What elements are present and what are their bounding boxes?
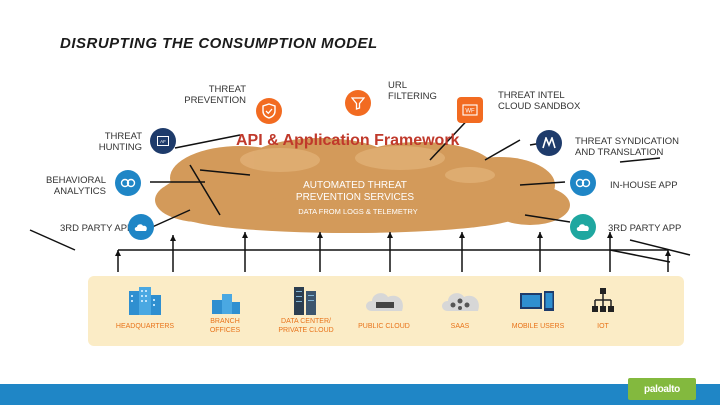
third-party-right-label: 3rd PARTY APP [608,223,681,234]
in-house-app-icon [570,170,596,196]
framework-title: API & Application Framework [236,132,459,150]
in-house-app-label: IN-HOUSE APP [610,180,678,191]
third-party-cloud-icon-right [570,214,596,240]
brand-text: paloalto [644,384,680,395]
endpoint-label-headquarters: HEADQUARTERS [105,322,185,331]
url-filtering-label: URL FILTERING [388,80,437,102]
threat-syndication-label: THREAT SYNDICATION AND TRANSLATION [575,136,679,158]
behavior-analytics-icon [115,170,141,196]
footer-bar [0,384,720,405]
behavioral-analytics-label: BEHAVIORAL ANALYTICS [40,175,106,197]
hunting-icon: AF [150,128,176,154]
threat-hunting-label: THREAT HUNTING [80,131,142,153]
paloalto-logo: paloalto [628,378,696,400]
minemeld-icon [536,130,562,156]
buildings-icon [125,285,165,317]
iot-network-icon [590,286,616,316]
endpoint-label-saas: SAAS [425,322,495,331]
svg-text:WF: WF [465,109,475,115]
filter-icon [345,90,371,116]
saas-cloud-icon [438,285,484,315]
third-party-left-label: 3rd PARTY APP [60,223,133,234]
endpoint-label-datacenter: DATA CENTER/PRIVATE CLOUD [266,317,346,335]
endpoint-label-mobile: MOBILE USERS [498,322,578,331]
branch-buildings-icon [210,290,242,316]
cloud-services-text: AUTOMATED THREAT PREVENTION SERVICES [280,180,430,204]
wildfire-icon: WF [457,97,483,123]
endpoint-label-public-cloud: PUBLIC CLOUD [345,322,423,331]
shield-icon [256,98,282,124]
server-rack-icon [290,285,320,317]
threat-prevention-label: THREAT PREVENTION [170,84,246,106]
third-party-cloud-icon-left [128,214,154,240]
cloud-data-text: DATA FROM LOGS & TELEMETRY [268,207,448,216]
threat-intel-label: THREAT INTEL CLOUD SANDBOX [498,90,580,112]
mobile-devices-icon [518,289,556,315]
svg-text:AF: AF [160,139,166,144]
endpoint-label-iot: IOT [583,322,623,331]
public-cloud-icon [362,285,408,315]
